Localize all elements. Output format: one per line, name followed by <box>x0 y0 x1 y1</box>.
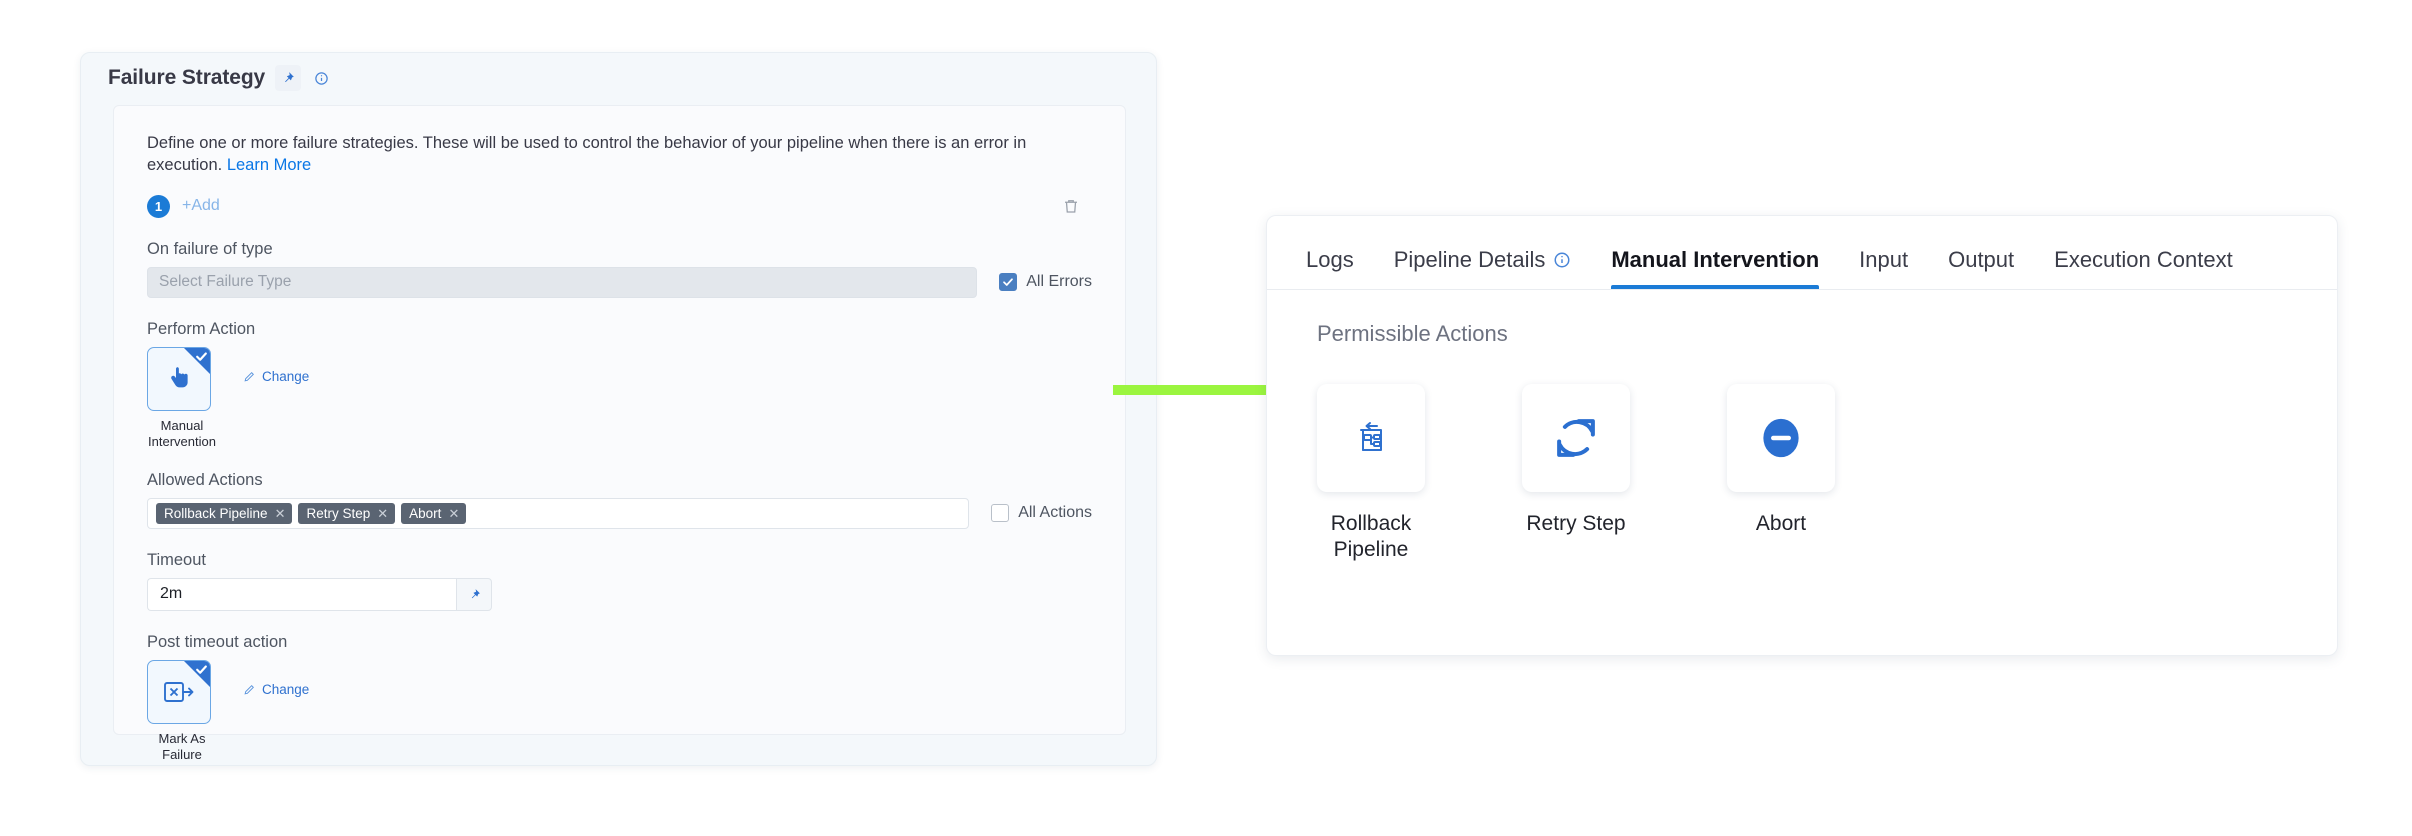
selected-corner-decoration <box>184 660 210 687</box>
check-icon <box>196 351 207 361</box>
perform-action-tile-caption: Manual Intervention <box>148 417 216 450</box>
permissible-actions-grid: Rollback Pipeline Retry Step <box>1317 384 2337 562</box>
rollback-pipeline-label: Rollback Pipeline <box>1330 512 1412 561</box>
tab-execution-context[interactable]: Execution Context <box>2034 247 2253 289</box>
tab-label: Input <box>1859 247 1909 272</box>
post-timeout-action-label: Post timeout action <box>147 632 288 651</box>
perform-action-tile[interactable] <box>147 346 211 411</box>
tab-pipeline-details[interactable]: Pipeline Details <box>1374 247 1592 289</box>
info-circle-icon[interactable] <box>311 68 331 88</box>
failure-strategy-header: Failure Strategy <box>81 53 1156 103</box>
hand-pointer-icon <box>171 366 188 387</box>
allowed-actions-input[interactable]: Rollback Pipeline ✕ Retry Step ✕ Abort ✕ <box>147 497 970 529</box>
all-errors-checkbox-box[interactable] <box>999 273 1018 292</box>
on-failure-type-label: On failure of type <box>147 239 273 258</box>
tab-logs[interactable]: Logs <box>1306 247 1374 289</box>
retry-step-label: Retry Step <box>1526 512 1626 535</box>
description-sentence: Define one or more failure strategies. T… <box>147 134 1027 175</box>
all-errors-checkbox[interactable]: All Errors <box>999 273 1092 292</box>
strategy-index-badge[interactable]: 1 <box>147 194 170 218</box>
perform-action-change-label: Change <box>262 368 310 384</box>
tab-input[interactable]: Input <box>1839 247 1928 289</box>
page-title: Failure Strategy <box>108 66 266 89</box>
chip-label: Rollback Pipeline <box>164 505 268 521</box>
permissible-action-retry-step: Retry Step <box>1522 384 1630 562</box>
pin-icon[interactable] <box>275 65 302 91</box>
retry-circular-arrows-icon <box>1557 419 1595 457</box>
permissible-actions-title: Permissible Actions <box>1317 321 1508 346</box>
failure-type-select[interactable]: Select Failure Type <box>147 266 978 298</box>
check-icon <box>196 665 207 674</box>
abort-label: Abort <box>1755 512 1807 535</box>
all-errors-label: All Errors <box>1026 273 1092 291</box>
failure-strategy-body: Define one or more failure strategies. T… <box>113 105 1126 762</box>
tab-label: Execution Context <box>2054 247 2233 272</box>
chip-retry-step[interactable]: Retry Step ✕ <box>298 502 396 524</box>
tab-label: Manual Intervention <box>1611 247 1820 272</box>
timeout-label: Timeout <box>147 550 206 569</box>
rollback-pipeline-button[interactable] <box>1317 384 1425 492</box>
learn-more-link[interactable]: Learn More <box>226 156 312 175</box>
tab-label: Logs <box>1306 247 1354 272</box>
timeout-pin-icon[interactable] <box>456 577 492 611</box>
chip-remove-icon[interactable]: ✕ <box>377 505 389 521</box>
timeout-input[interactable]: 2m <box>147 577 456 611</box>
tab-label: Output <box>1948 247 2015 272</box>
all-actions-checkbox[interactable]: All Actions <box>991 504 1092 523</box>
chip-label: Abort <box>409 505 442 521</box>
strategy-add-row: 1 +Add <box>147 194 1092 218</box>
post-timeout-change-label: Change <box>262 681 310 697</box>
permissible-action-rollback-pipeline: Rollback Pipeline <box>1317 384 1425 562</box>
execution-details-panel: Logs Pipeline Details Manual Interventio… <box>1266 215 2338 656</box>
chip-remove-icon[interactable]: ✕ <box>448 505 460 521</box>
chip-rollback-pipeline[interactable]: Rollback Pipeline ✕ <box>156 502 293 524</box>
description-text: Define one or more failure strategies. T… <box>147 132 1092 177</box>
abort-button[interactable] <box>1727 384 1835 492</box>
failure-type-placeholder: Select Failure Type <box>159 273 292 291</box>
retry-step-button[interactable] <box>1522 384 1630 492</box>
perform-action-label: Perform Action <box>147 319 256 338</box>
chip-abort[interactable]: Abort ✕ <box>401 502 467 524</box>
permissible-action-abort: Abort <box>1727 384 1835 562</box>
chip-remove-icon[interactable]: ✕ <box>274 505 286 521</box>
pencil-icon <box>244 371 254 382</box>
tab-label: Pipeline Details <box>1393 247 1546 272</box>
post-timeout-action-tile[interactable] <box>147 659 211 724</box>
all-actions-checkbox-box[interactable] <box>991 504 1010 523</box>
info-circle-icon[interactable] <box>1553 251 1571 269</box>
failure-strategy-card: Failure Strategy Define one or more fail… <box>80 52 1157 766</box>
allowed-actions-label: Allowed Actions <box>147 470 263 489</box>
abort-minus-circle-icon <box>1763 418 1799 458</box>
tab-output[interactable]: Output <box>1928 247 2034 289</box>
rollback-pipeline-icon <box>1360 422 1382 451</box>
post-timeout-change-button[interactable]: Change <box>243 682 309 697</box>
post-timeout-action-tile-caption: Mark As Failure <box>158 730 206 763</box>
chip-label: Retry Step <box>306 505 371 521</box>
add-strategy-button[interactable]: +Add <box>182 197 220 215</box>
trash-icon[interactable] <box>1062 197 1082 217</box>
details-tab-bar: Logs Pipeline Details Manual Interventio… <box>1267 216 2337 290</box>
mark-as-failure-icon <box>164 681 194 702</box>
all-actions-label: All Actions <box>1018 504 1092 522</box>
selected-corner-decoration <box>184 347 210 374</box>
manual-intervention-pane: Permissible Actions Rollback Pipel <box>1267 290 2337 562</box>
timeout-value: 2m <box>160 585 183 603</box>
pencil-icon <box>244 684 254 695</box>
tab-manual-intervention[interactable]: Manual Intervention <box>1591 247 1839 289</box>
perform-action-change-button[interactable]: Change <box>243 369 309 384</box>
